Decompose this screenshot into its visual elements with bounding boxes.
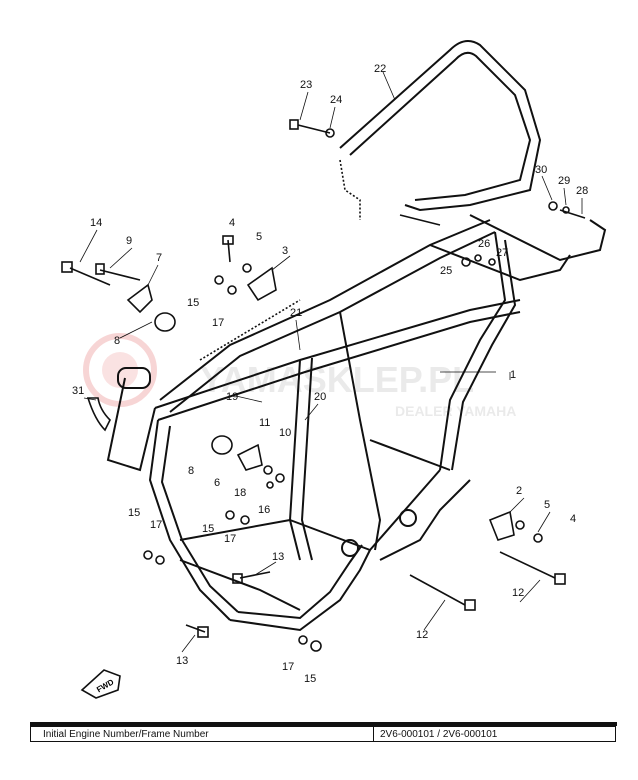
callout-5b: 5 [544, 499, 550, 511]
callout-12: 12 [512, 587, 524, 599]
watermark-tagline: DEALER YAMAHA [395, 403, 516, 419]
engine-frame-number-table: Initial Engine Number/Frame Number 2V6-0… [30, 726, 616, 742]
callout-17d: 17 [282, 661, 294, 673]
callout-2: 2 [516, 485, 522, 497]
callout-17b: 17 [224, 533, 236, 545]
callout-3: 3 [282, 245, 288, 257]
callout-20: 20 [314, 391, 326, 403]
callout-6: 6 [214, 477, 220, 489]
callout-17c: 17 [150, 519, 162, 531]
callout-labels: 1 2 3 4 5 6 7 8 9 10 11 12 13 14 15 16 1… [72, 63, 588, 685]
footer-label: Initial Engine Number/Frame Number [31, 727, 374, 741]
callout-24: 24 [330, 94, 342, 106]
callout-7: 7 [156, 252, 162, 264]
leader-lines [79, 71, 583, 653]
callout-26: 26 [478, 238, 490, 250]
callout-28: 28 [576, 185, 588, 197]
callout-15b: 15 [202, 523, 214, 535]
callout-21: 21 [290, 307, 302, 319]
callout-8b: 8 [188, 465, 194, 477]
callout-19: 19 [226, 391, 238, 403]
watermark: YAMASKLEP.PL DEALER YAMAHA [83, 333, 516, 419]
callout-10: 10 [279, 427, 291, 439]
footer-value: 2V6-000101 / 2V6-000101 [380, 728, 498, 740]
callout-13b: 13 [176, 655, 188, 667]
callout-15c: 15 [128, 507, 140, 519]
callout-5: 5 [256, 231, 262, 243]
footer-rule [30, 722, 617, 726]
callout-31: 31 [72, 385, 84, 397]
frame-body [106, 214, 607, 632]
callout-22: 22 [374, 63, 386, 75]
callout-8: 8 [114, 335, 120, 347]
callout-23: 23 [300, 79, 312, 91]
callout-18: 18 [234, 487, 246, 499]
fwd-arrow-icon: FWD [80, 669, 121, 699]
grab-bar [339, 40, 542, 212]
callout-15: 15 [187, 297, 199, 309]
callout-16: 16 [258, 504, 270, 516]
callout-1: 1 [510, 369, 516, 381]
callout-4: 4 [229, 217, 235, 229]
callout-29: 29 [558, 175, 570, 187]
watermark-brand: YAMASKLEP.PL [200, 359, 474, 400]
callout-9: 9 [126, 235, 132, 247]
callout-11: 11 [259, 417, 270, 429]
callout-15d: 15 [304, 673, 316, 685]
callout-12b: 12 [416, 629, 428, 641]
callout-17: 17 [212, 317, 224, 329]
callout-13: 13 [272, 551, 284, 563]
callout-14: 14 [90, 217, 102, 229]
callout-30: 30 [535, 164, 547, 176]
callout-25: 25 [440, 265, 452, 277]
callout-27: 27 [496, 247, 508, 259]
loose-parts [61, 119, 586, 652]
callout-4b: 4 [570, 513, 576, 525]
